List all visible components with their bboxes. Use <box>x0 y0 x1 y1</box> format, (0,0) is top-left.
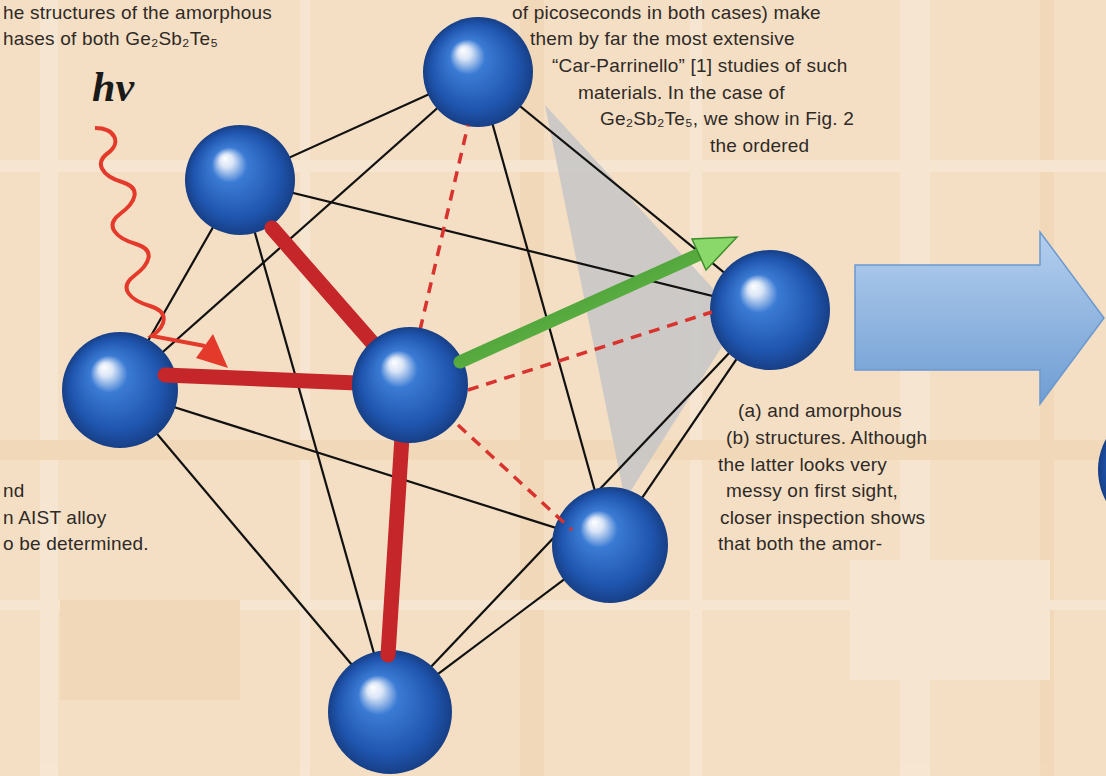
article-text-line: them by far the most extensive <box>530 28 795 50</box>
article-text-line: “Car-Parrinello” [1] studies of such <box>552 55 847 77</box>
black-bonds <box>120 72 770 710</box>
arrow-shaft <box>460 253 702 362</box>
article-text-line: n AIST alloy <box>3 507 106 529</box>
atom-sphere <box>328 650 452 774</box>
article-text-line: messy on first sight, <box>726 480 898 502</box>
texture-stripe <box>40 0 58 776</box>
wavy-line <box>95 128 205 346</box>
texture-block <box>60 600 240 700</box>
dashed-bond <box>458 425 572 530</box>
article-text-line: closer inspection shows <box>720 507 925 529</box>
photon-symbol: hv <box>92 64 134 110</box>
photon-arrow <box>95 128 228 368</box>
article-text-line: nd <box>3 480 25 502</box>
bond-line <box>120 390 390 710</box>
article-text-line: o be determined. <box>3 533 149 555</box>
texture-block <box>850 560 1050 680</box>
article-text-line: the latter looks very <box>718 454 887 476</box>
article-text-line: materials. In the case of <box>578 82 785 104</box>
arrow-head <box>196 334 228 368</box>
article-text-line: of picoseconds in both cases) make <box>512 2 821 24</box>
atom-sphere <box>552 487 668 603</box>
bond-line <box>240 180 390 710</box>
article-text-line: Ge₂Sb₂Te₅, we show in Fig. 2 <box>600 108 854 130</box>
atom-sphere <box>62 332 178 448</box>
atom-sphere <box>423 17 533 127</box>
outer-atoms <box>62 17 1106 774</box>
atom-sphere <box>710 250 830 370</box>
atom-sphere <box>185 125 295 235</box>
red-bonds <box>165 228 405 655</box>
texture-stripe <box>0 160 1106 172</box>
central-atom <box>352 327 468 443</box>
atom-sphere <box>1098 406 1106 534</box>
article-text-line: he structures of the amorphous <box>3 2 272 24</box>
dashed-bonds <box>420 125 712 530</box>
dashed-bond <box>468 312 712 390</box>
article-text-line: the ordered <box>710 135 809 157</box>
dashed-bond <box>420 125 468 330</box>
article-text-line: (b) structures. Although <box>726 427 927 449</box>
arrow-head <box>692 237 737 270</box>
article-text-line: (a) and amorphous <box>738 400 902 422</box>
article-text-line: hases of both Ge₂Sb₂Te₅ <box>3 28 218 50</box>
article-text-line: that both the amor- <box>718 533 882 555</box>
transition-arrow <box>855 232 1104 404</box>
displacement-arrow <box>460 237 737 362</box>
